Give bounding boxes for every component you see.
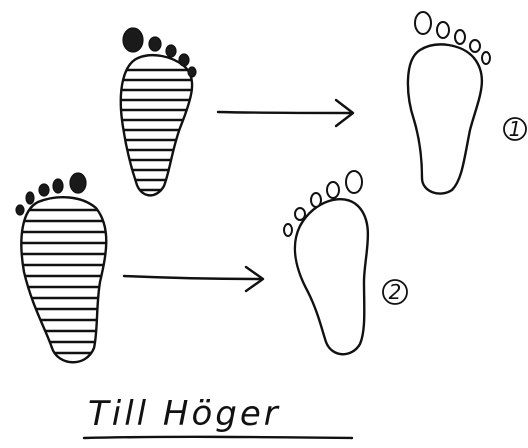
- start-footprint-top: [110, 28, 200, 195]
- hatch-fill-top: [110, 70, 200, 190]
- step-label-1: 1: [504, 117, 526, 141]
- caption-underline: [84, 437, 352, 438]
- step-number-1: 1: [509, 117, 522, 141]
- step-number-2: 2: [389, 280, 402, 304]
- target-footprint-1: [408, 12, 490, 194]
- arrow-bottom: [124, 267, 263, 291]
- caption-group: Till Höger: [84, 394, 352, 438]
- start-footprint-bottom: [10, 173, 120, 362]
- target-footprint-2: [284, 171, 368, 354]
- step-label-2: 2: [383, 280, 407, 304]
- arrow-top: [218, 100, 353, 126]
- caption-text: Till Höger: [88, 394, 281, 434]
- toes-step-1: [415, 12, 490, 64]
